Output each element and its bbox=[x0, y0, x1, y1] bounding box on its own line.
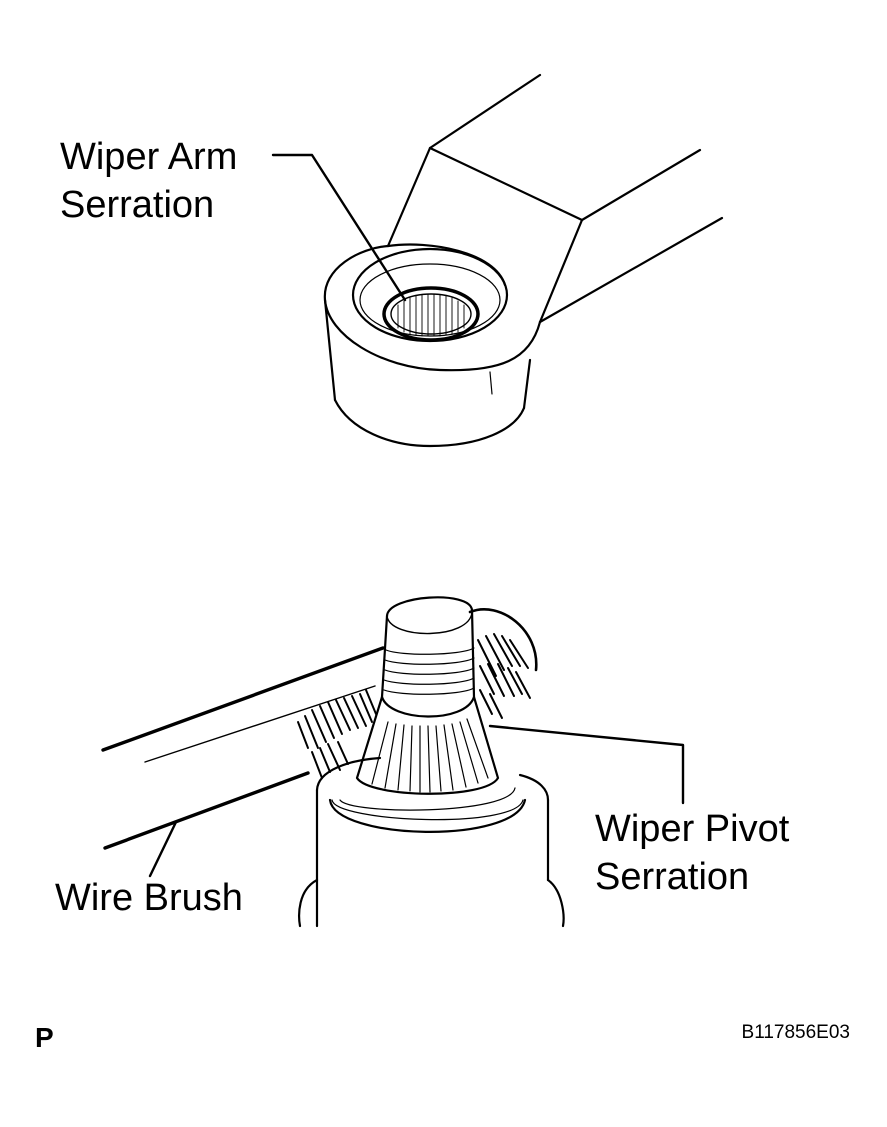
brush-bristles-right bbox=[478, 634, 530, 718]
label-wiper-pivot-serration-line1: Wiper Pivot bbox=[595, 808, 790, 850]
figure-code: B117856E03 bbox=[741, 1022, 850, 1043]
label-wiper-arm-serration: Wiper Arm Serration bbox=[60, 133, 237, 229]
arm-serration-teeth bbox=[398, 294, 464, 336]
wiper-arm-drawing bbox=[325, 75, 722, 446]
leader-line-pivot-serration bbox=[490, 726, 683, 803]
brush-bristles-left bbox=[298, 690, 376, 778]
leader-line-wire-brush bbox=[150, 822, 176, 876]
label-wiper-pivot-serration-line2: Serration bbox=[595, 856, 750, 898]
label-wiper-arm-serration-line1: Wiper Arm bbox=[60, 136, 238, 178]
label-wiper-arm-serration-line2: Serration bbox=[60, 184, 215, 226]
pivot-thread-lines bbox=[384, 648, 474, 694]
label-wire-brush: Wire Brush bbox=[55, 877, 243, 919]
label-wiper-pivot-serration: Wiper Pivot Serration bbox=[595, 805, 789, 901]
pivot-serration-teeth bbox=[372, 719, 488, 792]
leader-line-arm-serration bbox=[273, 155, 405, 300]
wiper-pivot-drawing bbox=[103, 597, 564, 926]
footer-marker: P bbox=[35, 1022, 54, 1053]
